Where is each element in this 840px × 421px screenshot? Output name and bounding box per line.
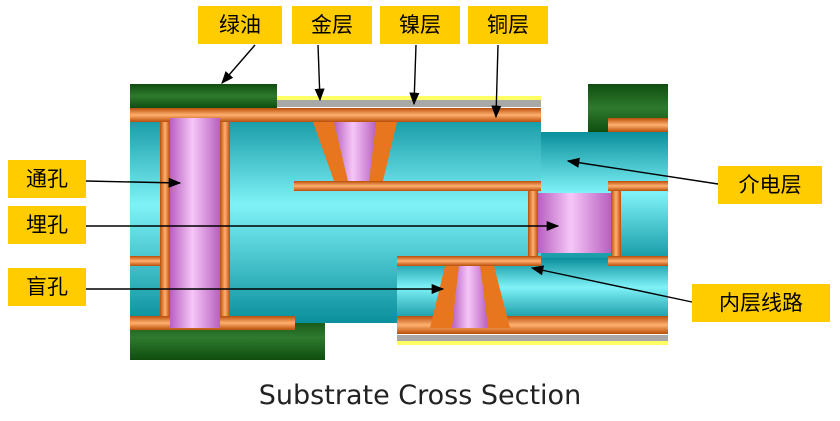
buried-hole-via: [528, 191, 621, 256]
bottom-blind-via: [430, 266, 510, 328]
label-copper-layer: 铜层: [468, 6, 548, 44]
label-solder-mask: 绿油: [198, 6, 282, 44]
label-nickel-layer: 镍层: [380, 6, 460, 44]
leader-lines: [85, 44, 719, 303]
top-blind-via: [313, 122, 397, 181]
label-blind-hole: 盲孔: [8, 268, 86, 306]
label-buried-hole: 埋孔: [8, 206, 86, 244]
label-gold-layer: 金层: [292, 6, 372, 44]
through-hole-via: [160, 118, 230, 328]
label-inner-trace: 内层线路: [692, 284, 830, 322]
surface-finish: [277, 96, 668, 345]
label-through-hole: 通孔: [8, 160, 86, 198]
diagram-caption: Substrate Cross Section: [258, 380, 582, 411]
label-dielectric: 介电层: [718, 166, 822, 204]
